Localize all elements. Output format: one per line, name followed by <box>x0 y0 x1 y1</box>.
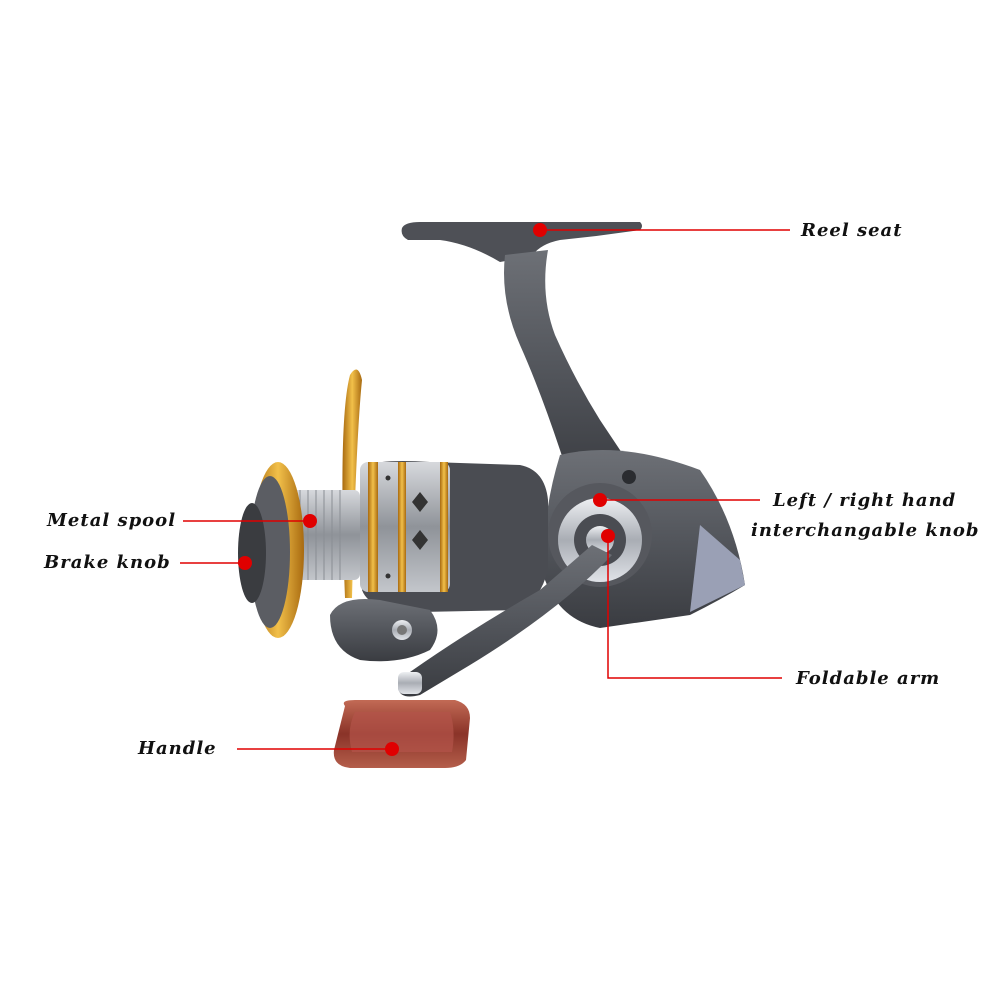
callout-dot-handle <box>385 742 399 756</box>
callout-line-foldable-arm <box>607 536 782 679</box>
callouts <box>180 223 790 756</box>
reel-seat <box>401 222 642 485</box>
foldable-arm <box>398 545 612 697</box>
brake-knob <box>238 503 266 603</box>
label-knob-line1: Left / right hand <box>773 490 957 511</box>
label-knob-line2: interchangable knob <box>751 520 980 541</box>
label-reel-seat: Reel seat <box>801 220 903 241</box>
arm-joint <box>398 672 422 694</box>
label-metal-spool: Metal spool <box>47 510 177 531</box>
callout-dot-brake-knob <box>238 556 252 570</box>
label-handle: Handle <box>138 738 217 759</box>
bail-arm <box>330 599 438 662</box>
handle <box>333 700 470 768</box>
callout-dot-foldable-arm <box>601 529 615 543</box>
callout-dot-knob <box>593 493 607 507</box>
label-foldable-arm: Foldable arm <box>796 668 941 689</box>
callout-dot-reel-seat <box>533 223 547 237</box>
callout-dot-metal-spool <box>303 514 317 528</box>
label-brake-knob: Brake knob <box>44 552 171 573</box>
